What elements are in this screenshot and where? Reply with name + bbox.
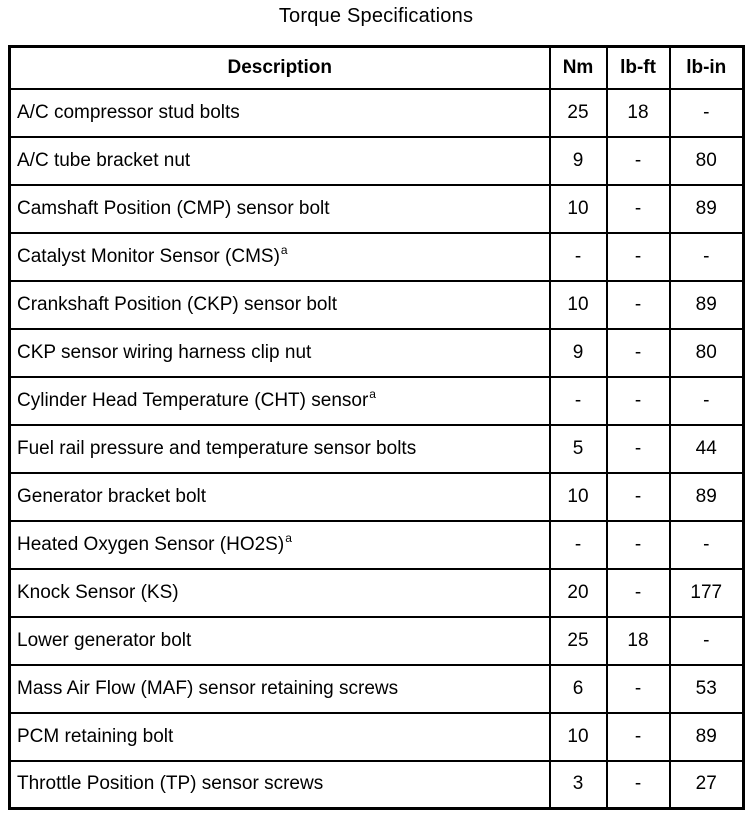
torque-specifications-table: Description Nm lb-ft lb-in A/C compresso… xyxy=(8,45,745,810)
description-cell: A/C compressor stud bolts xyxy=(8,87,551,138)
lb-ft-cell: 18 xyxy=(605,615,671,666)
description-cell: Throttle Position (TP) sensor screws xyxy=(8,759,551,810)
table-header: Description Nm lb-ft lb-in xyxy=(8,45,745,90)
lb-ft-cell: - xyxy=(605,663,671,714)
lb-ft-cell: - xyxy=(605,279,671,330)
nm-cell: 9 xyxy=(548,135,608,186)
lb-ft-cell: - xyxy=(605,423,671,474)
lb-ft-cell: - xyxy=(605,375,671,426)
description-cell: Generator bracket bolt xyxy=(8,471,551,522)
lb-ft-cell: - xyxy=(605,711,671,762)
column-header-nm: Nm xyxy=(548,45,608,90)
lb-ft-cell: 18 xyxy=(605,87,671,138)
lb-in-cell: 89 xyxy=(668,471,745,522)
nm-cell: 5 xyxy=(548,423,608,474)
footnote-marker: a xyxy=(285,531,292,546)
description-cell: Cylinder Head Temperature (CHT) sensora xyxy=(8,375,551,426)
lb-ft-cell: - xyxy=(605,183,671,234)
footnote-marker: a xyxy=(280,243,288,258)
nm-cell: 10 xyxy=(548,711,608,762)
lb-in-cell: - xyxy=(668,375,745,426)
description-cell: Heated Oxygen Sensor (HO2S)a xyxy=(8,519,551,570)
table-row: Mass Air Flow (MAF) sensor retaining scr… xyxy=(8,663,745,714)
nm-cell: 10 xyxy=(548,279,608,330)
table-row: Cylinder Head Temperature (CHT) sensora-… xyxy=(8,375,745,426)
description-cell: Mass Air Flow (MAF) sensor retaining scr… xyxy=(8,663,551,714)
description-cell: Camshaft Position (CMP) sensor bolt xyxy=(8,183,551,234)
lb-in-cell: - xyxy=(668,519,745,570)
description-cell: CKP sensor wiring harness clip nut xyxy=(8,327,551,378)
nm-cell: 10 xyxy=(548,183,608,234)
description-cell: Catalyst Monitor Sensor (CMS)a xyxy=(8,231,551,282)
lb-in-cell: 27 xyxy=(668,759,745,810)
column-header-description: Description xyxy=(8,45,551,90)
lb-in-cell: 44 xyxy=(668,423,745,474)
lb-in-cell: - xyxy=(668,615,745,666)
lb-ft-cell: - xyxy=(605,519,671,570)
description-cell: PCM retaining bolt xyxy=(8,711,551,762)
lb-in-cell: 89 xyxy=(668,711,745,762)
table-row: Fuel rail pressure and temperature senso… xyxy=(8,423,745,474)
footnote-marker: a xyxy=(369,387,376,402)
lb-ft-cell: - xyxy=(605,327,671,378)
column-header-lb-in: lb-in xyxy=(668,45,745,90)
lb-in-cell: - xyxy=(668,231,745,282)
lb-in-cell: 53 xyxy=(668,663,745,714)
nm-cell: 10 xyxy=(548,471,608,522)
table-row: Catalyst Monitor Sensor (CMS)a--- xyxy=(8,231,745,282)
lb-in-cell: 80 xyxy=(668,327,745,378)
header-row: Description Nm lb-ft lb-in xyxy=(8,45,745,90)
table-row: Knock Sensor (KS)20-177 xyxy=(8,567,745,618)
description-cell: A/C tube bracket nut xyxy=(8,135,551,186)
lb-in-cell: 89 xyxy=(668,183,745,234)
nm-cell: 3 xyxy=(548,759,608,810)
lb-ft-cell: - xyxy=(605,231,671,282)
column-header-lb-ft: lb-ft xyxy=(605,45,671,90)
lb-ft-cell: - xyxy=(605,135,671,186)
nm-cell: - xyxy=(548,519,608,570)
nm-cell: 25 xyxy=(548,615,608,666)
description-cell: Knock Sensor (KS) xyxy=(8,567,551,618)
nm-cell: - xyxy=(548,375,608,426)
nm-cell: 25 xyxy=(548,87,608,138)
nm-cell: 6 xyxy=(548,663,608,714)
table-row: Heated Oxygen Sensor (HO2S)a--- xyxy=(8,519,745,570)
description-cell: Lower generator bolt xyxy=(8,615,551,666)
nm-cell: 9 xyxy=(548,327,608,378)
lb-in-cell: 80 xyxy=(668,135,745,186)
nm-cell: 20 xyxy=(548,567,608,618)
lb-ft-cell: - xyxy=(605,759,671,810)
description-cell: Fuel rail pressure and temperature senso… xyxy=(8,423,551,474)
lb-ft-cell: - xyxy=(605,567,671,618)
lb-in-cell: 177 xyxy=(668,567,745,618)
page-title: Torque Specifications xyxy=(278,5,474,27)
lb-ft-cell: - xyxy=(605,471,671,522)
lb-in-cell: 89 xyxy=(668,279,745,330)
description-cell: Crankshaft Position (CKP) sensor bolt xyxy=(8,279,551,330)
nm-cell: - xyxy=(548,231,608,282)
lb-in-cell: - xyxy=(668,87,745,138)
